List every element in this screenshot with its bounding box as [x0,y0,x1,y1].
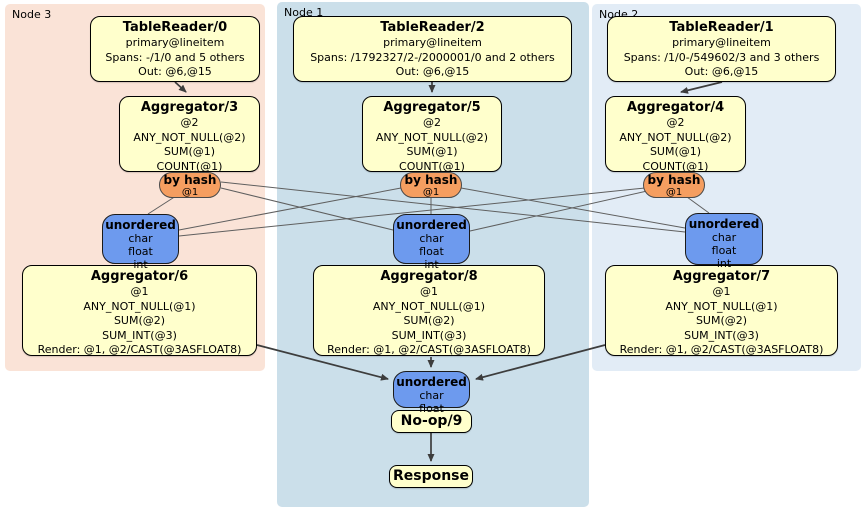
processor-detail: ANY_NOT_NULL(@2) [375,130,489,144]
processor-detail: primary@lineitem [125,36,225,49]
sync-type: float [711,244,737,257]
processor-detail: ANY_NOT_NULL(@2) [619,130,732,144]
processor-detail: Spans: /1792327/2-/2000001/0 and 2 other… [310,50,555,64]
processor-noop-9: No-op/9 [391,410,472,433]
processor-tablereader-2: TableReader/2 primary@lineitem Spans: /1… [293,16,572,82]
sync-title: unordered [105,218,176,232]
processor-title: Aggregator/3 [140,100,239,115]
processor-aggregator-6: Aggregator/6 @1 ANY_NOT_NULL(@1) SUM(@2)… [22,265,257,356]
sync-type: int [716,257,732,270]
sync-type: char [419,389,444,402]
processor-title: TableReader/2 [380,20,485,35]
processor-detail: ANY_NOT_NULL(@2) [133,130,246,144]
processor-tablereader-0: TableReader/0 primary@lineitem Spans: -/… [90,16,260,82]
sync-type: int [424,258,439,271]
processor-detail: Render: @1, @2/CAST(@3ASFLOAT8) [37,343,242,356]
processor-title: TableReader/1 [669,20,774,35]
processor-title: Response [392,468,470,484]
processor-detail: Out: @6,@15 [395,65,470,78]
processor-detail: Spans: /1/0-/549602/3 and 3 others [623,50,820,64]
processor-aggregator-7: Aggregator/7 @1 ANY_NOT_NULL(@1) SUM(@2)… [605,265,838,356]
processor-detail: SUM(@1) [406,145,458,158]
processor-detail: Spans: -/1/0 and 5 others [105,50,245,64]
sync-type: int [133,258,148,271]
processor-title: Aggregator/6 [90,269,189,284]
sync-type: float [128,245,153,258]
sync-type: float [419,402,444,415]
sync-title: unordered [396,375,467,389]
processor-title: Aggregator/4 [626,100,725,115]
processor-detail: @2 [666,116,685,129]
processor-tablereader-1: TableReader/1 primary@lineitem Spans: /1… [607,16,836,82]
sync-type: float [419,245,444,258]
router-by-hash-4: by hash @1 [643,172,705,198]
processor-detail: primary@lineitem [672,36,771,49]
router-by-hash-5: by hash @1 [400,172,462,198]
processor-title: No-op/9 [400,413,463,429]
sync-type: char [419,232,444,245]
processor-aggregator-8: Aggregator/8 @1 ANY_NOT_NULL(@1) SUM(@2)… [313,265,545,356]
router-columns: @1 [422,187,440,198]
sync-unordered-mid: unordered char float int [393,214,470,271]
processor-title: TableReader/0 [122,20,228,35]
processor-detail: SUM_INT(@3) [684,328,759,342]
processor-aggregator-4: Aggregator/4 @2 ANY_NOT_NULL(@2) SUM(@1)… [605,96,746,173]
processor-aggregator-3: Aggregator/3 @2 ANY_NOT_NULL(@2) SUM(@1)… [119,96,260,173]
processor-detail: SUM(@2) [403,314,455,327]
sync-unordered-left: unordered char float int [102,214,179,271]
processor-detail: @2 [423,116,441,129]
processor-detail: @2 [180,116,199,129]
processor-detail: SUM(@1) [163,145,216,158]
processor-detail: COUNT(@1) [399,159,465,173]
processor-detail: @1 [712,285,731,298]
processor-title: Aggregator/8 [380,269,478,284]
processor-detail: @1 [130,285,149,298]
router-title: by hash [647,173,701,187]
sync-unordered-final: unordered char float [393,371,470,415]
router-by-hash-3: by hash @1 [159,172,221,198]
processor-detail: COUNT(@1) [642,159,709,173]
sync-type: char [711,231,737,244]
node-3-label: Node 3 [12,8,52,21]
processor-detail: SUM_INT(@3) [102,328,177,342]
processor-aggregator-5: Aggregator/5 @2 ANY_NOT_NULL(@2) SUM(@1)… [362,96,502,173]
router-title: by hash [404,173,458,187]
processor-detail: Out: @6,@15 [138,65,212,78]
processor-detail: SUM(@2) [695,314,748,327]
sync-title: unordered [688,217,760,231]
router-columns: @1 [181,187,199,198]
processor-detail: Render: @1, @2/CAST(@3ASFLOAT8) [619,343,824,356]
processor-detail: primary@lineitem [383,36,482,49]
processor-title: Aggregator/5 [383,100,481,115]
processor-detail: Out: @6,@15 [684,65,759,78]
processor-detail: SUM(@1) [649,145,702,158]
router-columns: @1 [665,187,683,198]
router-title: by hash [163,173,217,187]
sync-title: unordered [396,218,467,232]
processor-detail: Render: @1, @2/CAST(@3ASFLOAT8) [327,343,531,356]
processor-detail: SUM_INT(@3) [391,328,467,342]
processor-detail: ANY_NOT_NULL(@1) [665,299,778,313]
processor-detail: SUM(@2) [113,314,166,327]
node-1-label: Node 1 [284,6,324,19]
processor-detail: @1 [420,285,438,298]
processor-title: Aggregator/7 [672,269,771,284]
sync-type: char [128,232,153,245]
processor-response: Response [389,465,473,488]
sync-unordered-right: unordered char float int [685,213,763,270]
processor-detail: ANY_NOT_NULL(@1) [83,299,196,313]
processor-detail: COUNT(@1) [156,159,223,173]
processor-detail: ANY_NOT_NULL(@1) [372,299,486,313]
